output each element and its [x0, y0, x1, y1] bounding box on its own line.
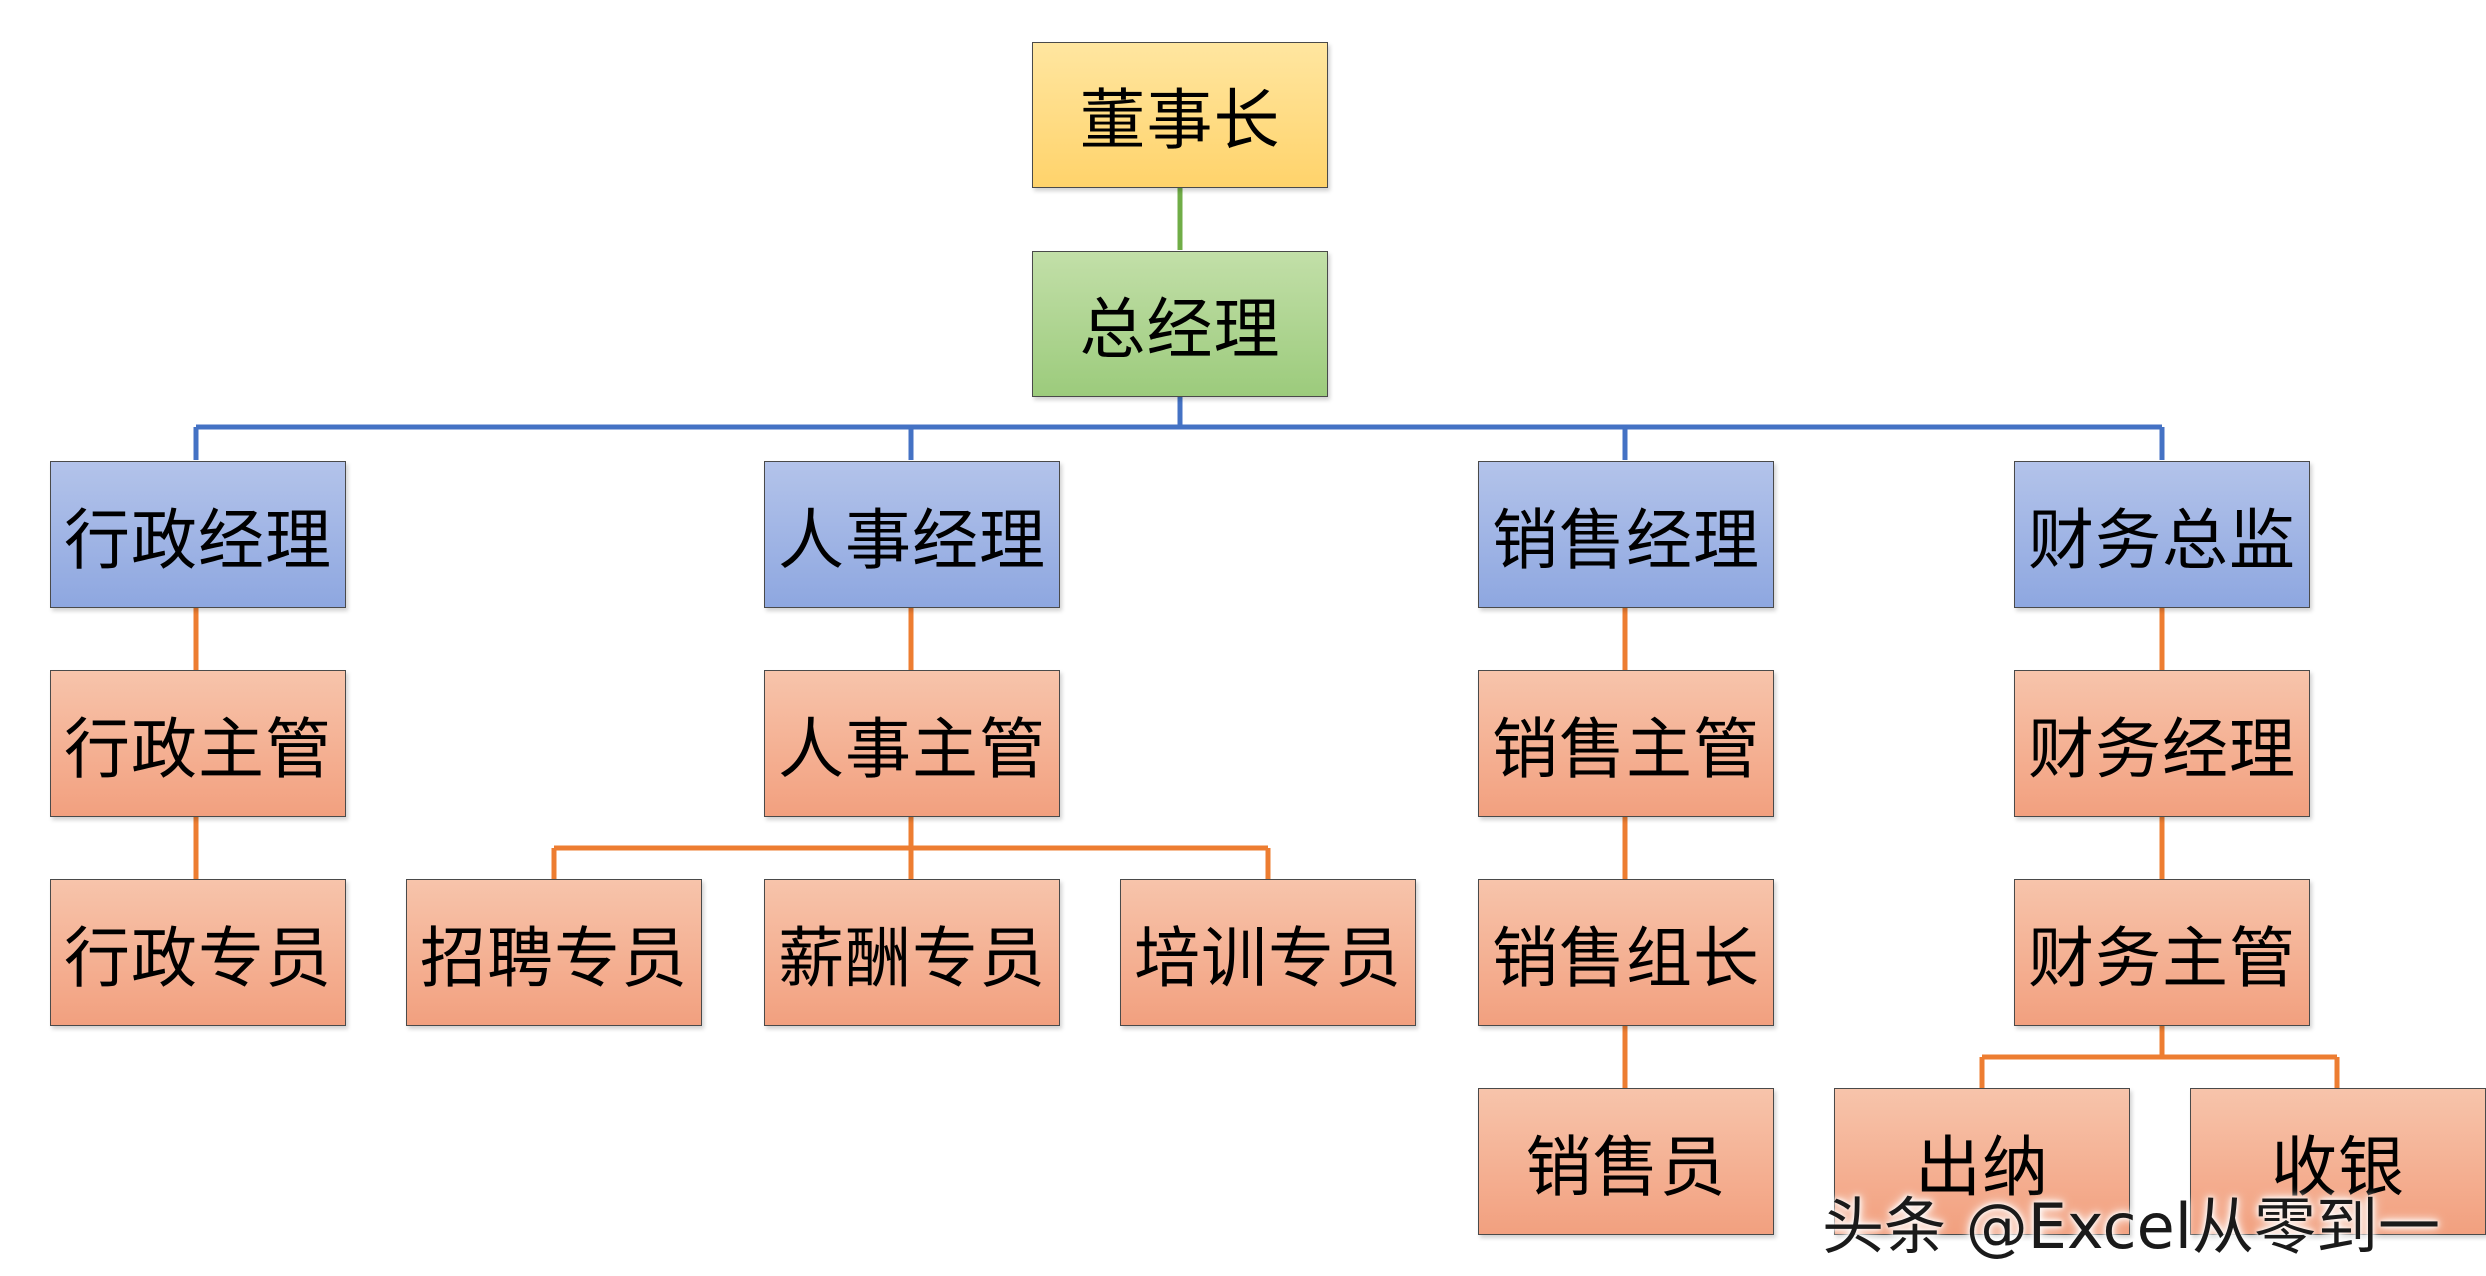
node-admin-manager: 行政经理 [50, 461, 346, 608]
node-finance-supervisor: 财务主管 [2014, 879, 2310, 1026]
connector-orange [193, 608, 2340, 1088]
node-sales-manager: 销售经理 [1478, 461, 1774, 608]
watermark-text: 头条 @Excel从零到一 [1822, 1190, 2440, 1263]
connector-gm-managers [193, 397, 2165, 460]
node-sales-supervisor: 销售主管 [1478, 670, 1774, 817]
node-admin-supervisor: 行政主管 [50, 670, 346, 817]
node-collection: 收银 [2190, 1088, 2486, 1235]
node-hr-manager: 人事经理 [764, 461, 1060, 608]
node-salesperson: 销售员 [1478, 1088, 1774, 1235]
node-salary-specialist: 薪酬专员 [764, 879, 1060, 1026]
node-chairman: 董事长 [1032, 42, 1328, 188]
node-admin-specialist: 行政专员 [50, 879, 346, 1026]
node-recruit-specialist: 招聘专员 [406, 879, 702, 1026]
node-training-specialist: 培训专员 [1120, 879, 1416, 1026]
node-finance-director: 财务总监 [2014, 461, 2310, 608]
node-finance-manager: 财务经理 [2014, 670, 2310, 817]
node-cashier: 出纳 [1834, 1088, 2130, 1235]
node-general-manager: 总经理 [1032, 251, 1328, 397]
node-hr-supervisor: 人事主管 [764, 670, 1060, 817]
node-sales-team-lead: 销售组长 [1478, 879, 1774, 1026]
